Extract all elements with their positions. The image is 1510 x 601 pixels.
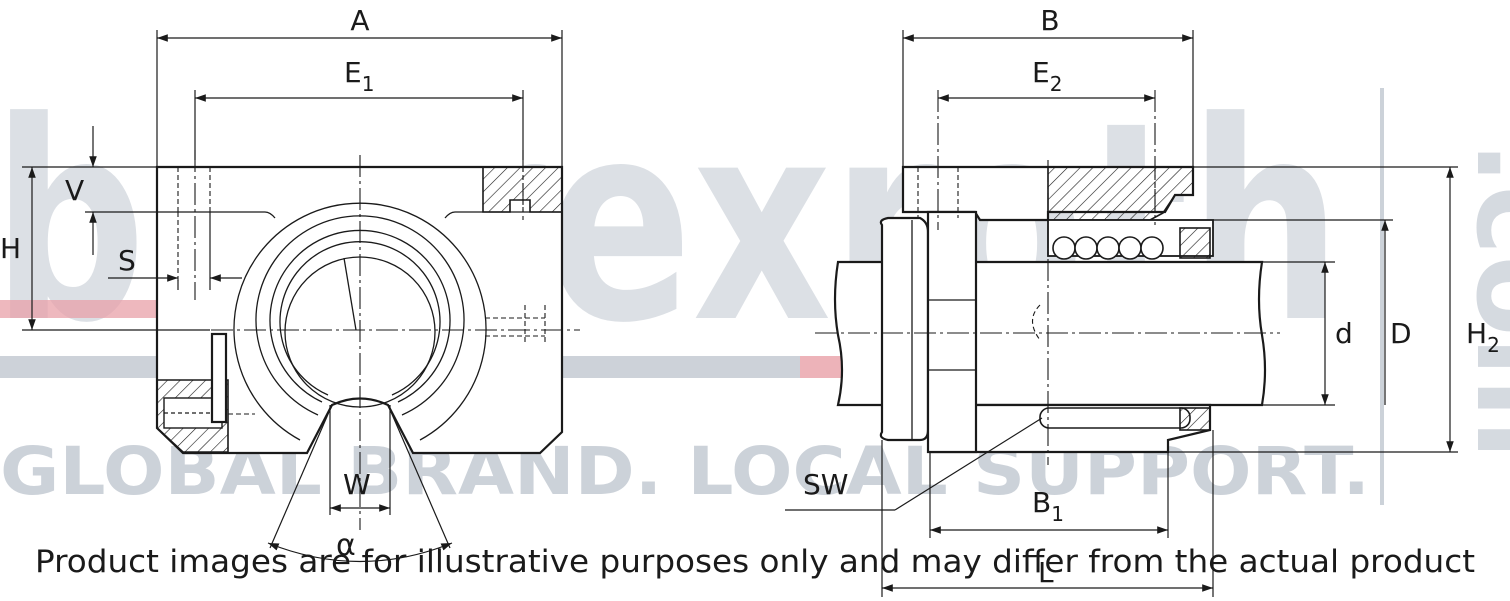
- dim-E2-label: E2: [1032, 56, 1062, 96]
- dim-alpha-arc: [267, 542, 453, 563]
- front-view: A E1 V H S W α: [0, 4, 580, 563]
- side-view: B E2 d D H2 SW B1 L: [785, 4, 1500, 597]
- dim-alpha-label: α: [336, 528, 356, 563]
- dim-D-label: D: [1390, 317, 1412, 350]
- dim-B1-label: B1: [1032, 486, 1064, 526]
- dim-B-label: B: [1040, 4, 1059, 37]
- watermark-domain-suffix: .com: [1450, 141, 1510, 460]
- dim-H-label: H: [0, 232, 21, 265]
- front-flange-step: [157, 211, 276, 219]
- front-pin: [210, 332, 228, 424]
- dim-L-label: L: [1038, 556, 1054, 589]
- dim-V-label: V: [65, 174, 84, 207]
- dim-SW-label: SW: [803, 468, 848, 501]
- side-end-cap: [879, 216, 930, 442]
- side-ball-row: [1052, 236, 1164, 260]
- dim-S-label: S: [118, 244, 136, 277]
- side-seal-bottom: [1179, 407, 1211, 431]
- side-body-left: [926, 210, 978, 454]
- side-seal-top: [1179, 227, 1211, 259]
- dim-d-label: d: [1335, 317, 1353, 350]
- dim-W-label: W: [343, 468, 371, 501]
- dim-A-label: A: [350, 4, 369, 37]
- dim-E1-label: E1: [344, 56, 374, 96]
- disclaimer-text: Product images are for illustrative purp…: [35, 544, 1475, 580]
- dim-H2-label: H2: [1466, 317, 1500, 357]
